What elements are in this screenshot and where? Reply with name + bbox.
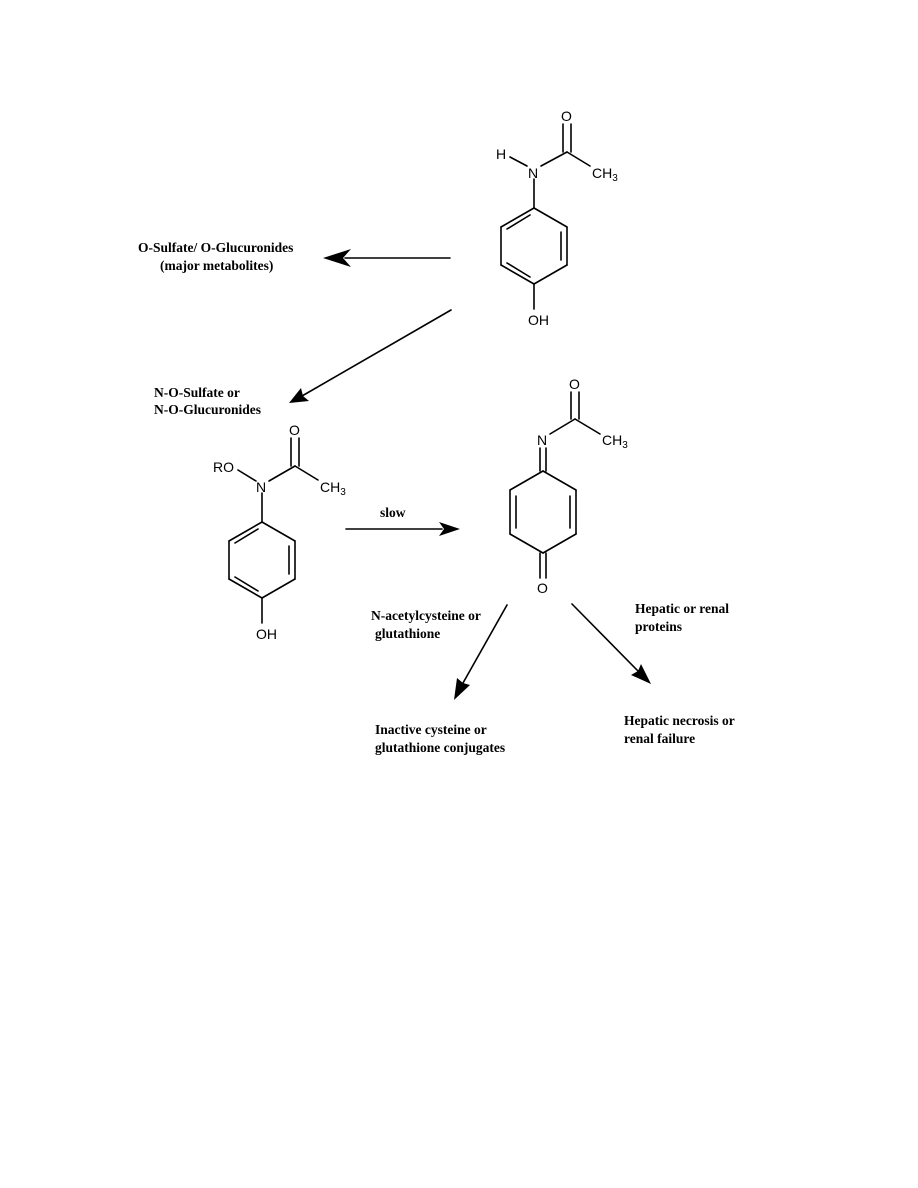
napqi-quinone-o-label: O [537, 580, 548, 596]
napqi-methyl-label: CH3 [602, 432, 628, 451]
detox-arrow-shaft [462, 604, 508, 684]
toxicity-arrowhead [631, 664, 651, 684]
hepatic-necrosis-label-line1: Hepatic necrosis or [624, 713, 735, 728]
minor-pathway-arrowhead [289, 388, 309, 403]
acetaminophen-methyl-label: CH3 [592, 165, 618, 184]
napqi-methyl-subscript: 3 [622, 440, 628, 451]
napqi-methyl-ch: CH [602, 432, 622, 448]
hepatic-renal-proteins-label-line1: Hepatic or renal [635, 601, 729, 616]
n-acetylcysteine-label-line1: N-acetylcysteine or [371, 608, 481, 623]
n-o-conjugate-structure: N RO O CH3 OH [213, 422, 346, 642]
acetaminophen-methyl-ch: CH [592, 165, 612, 181]
major-metabolites-label-line2: (major metabolites) [160, 258, 273, 273]
acetaminophen-n-label: N [528, 165, 538, 181]
inactive-conjugates-label-line2: glutathione conjugates [375, 740, 505, 755]
hepatic-necrosis-label-line2: renal failure [624, 731, 695, 746]
napqi-bonds [509, 391, 601, 579]
acetaminophen-methyl-subscript: 3 [612, 173, 618, 184]
major-pathway-arrowhead [323, 249, 351, 267]
n-acetylcysteine-label-line2: glutathione [375, 626, 440, 641]
napqi-acetyl-o-label: O [569, 376, 580, 392]
napqi-n-label: N [537, 432, 547, 448]
n-o-conjugate-methyl-ch: CH [320, 479, 340, 495]
slow-arrowhead [439, 522, 460, 536]
acetaminophen-h-label: H [496, 146, 506, 162]
acetaminophen-structure: N H O CH3 OH [496, 108, 618, 328]
acetaminophen-oh-label: OH [528, 312, 549, 328]
toxicity-arrow-shaft [571, 603, 639, 672]
major-metabolites-label-line1: O-Sulfate/ O-Glucuronides [138, 240, 293, 255]
n-o-conjugate-n-label: N [256, 479, 266, 495]
n-o-conjugate-carbonyl-o-label: O [289, 422, 300, 438]
hepatic-renal-proteins-label-line2: proteins [635, 619, 682, 634]
n-o-conjugate-oh-label: OH [256, 626, 277, 642]
n-o-conjugate-bonds [228, 437, 319, 624]
n-o-conjugate-ro-label: RO [213, 459, 234, 475]
n-o-conjugates-label-line2: N-O-Glucuronides [154, 402, 261, 417]
inactive-conjugates-label-line1: Inactive cysteine or [375, 722, 487, 737]
slow-label: slow [380, 505, 406, 520]
n-o-conjugate-methyl-subscript: 3 [340, 487, 346, 498]
n-o-conjugates-label-line1: N-O-Sulfate or [154, 385, 240, 400]
minor-pathway-arrow-shaft [301, 309, 452, 397]
napqi-structure: N O CH3 O [509, 376, 628, 596]
acetaminophen-bonds [500, 123, 591, 310]
detox-arrowhead [454, 678, 470, 700]
acetaminophen-carbonyl-o-label: O [561, 108, 572, 124]
n-o-conjugate-methyl-label: CH3 [320, 479, 346, 498]
